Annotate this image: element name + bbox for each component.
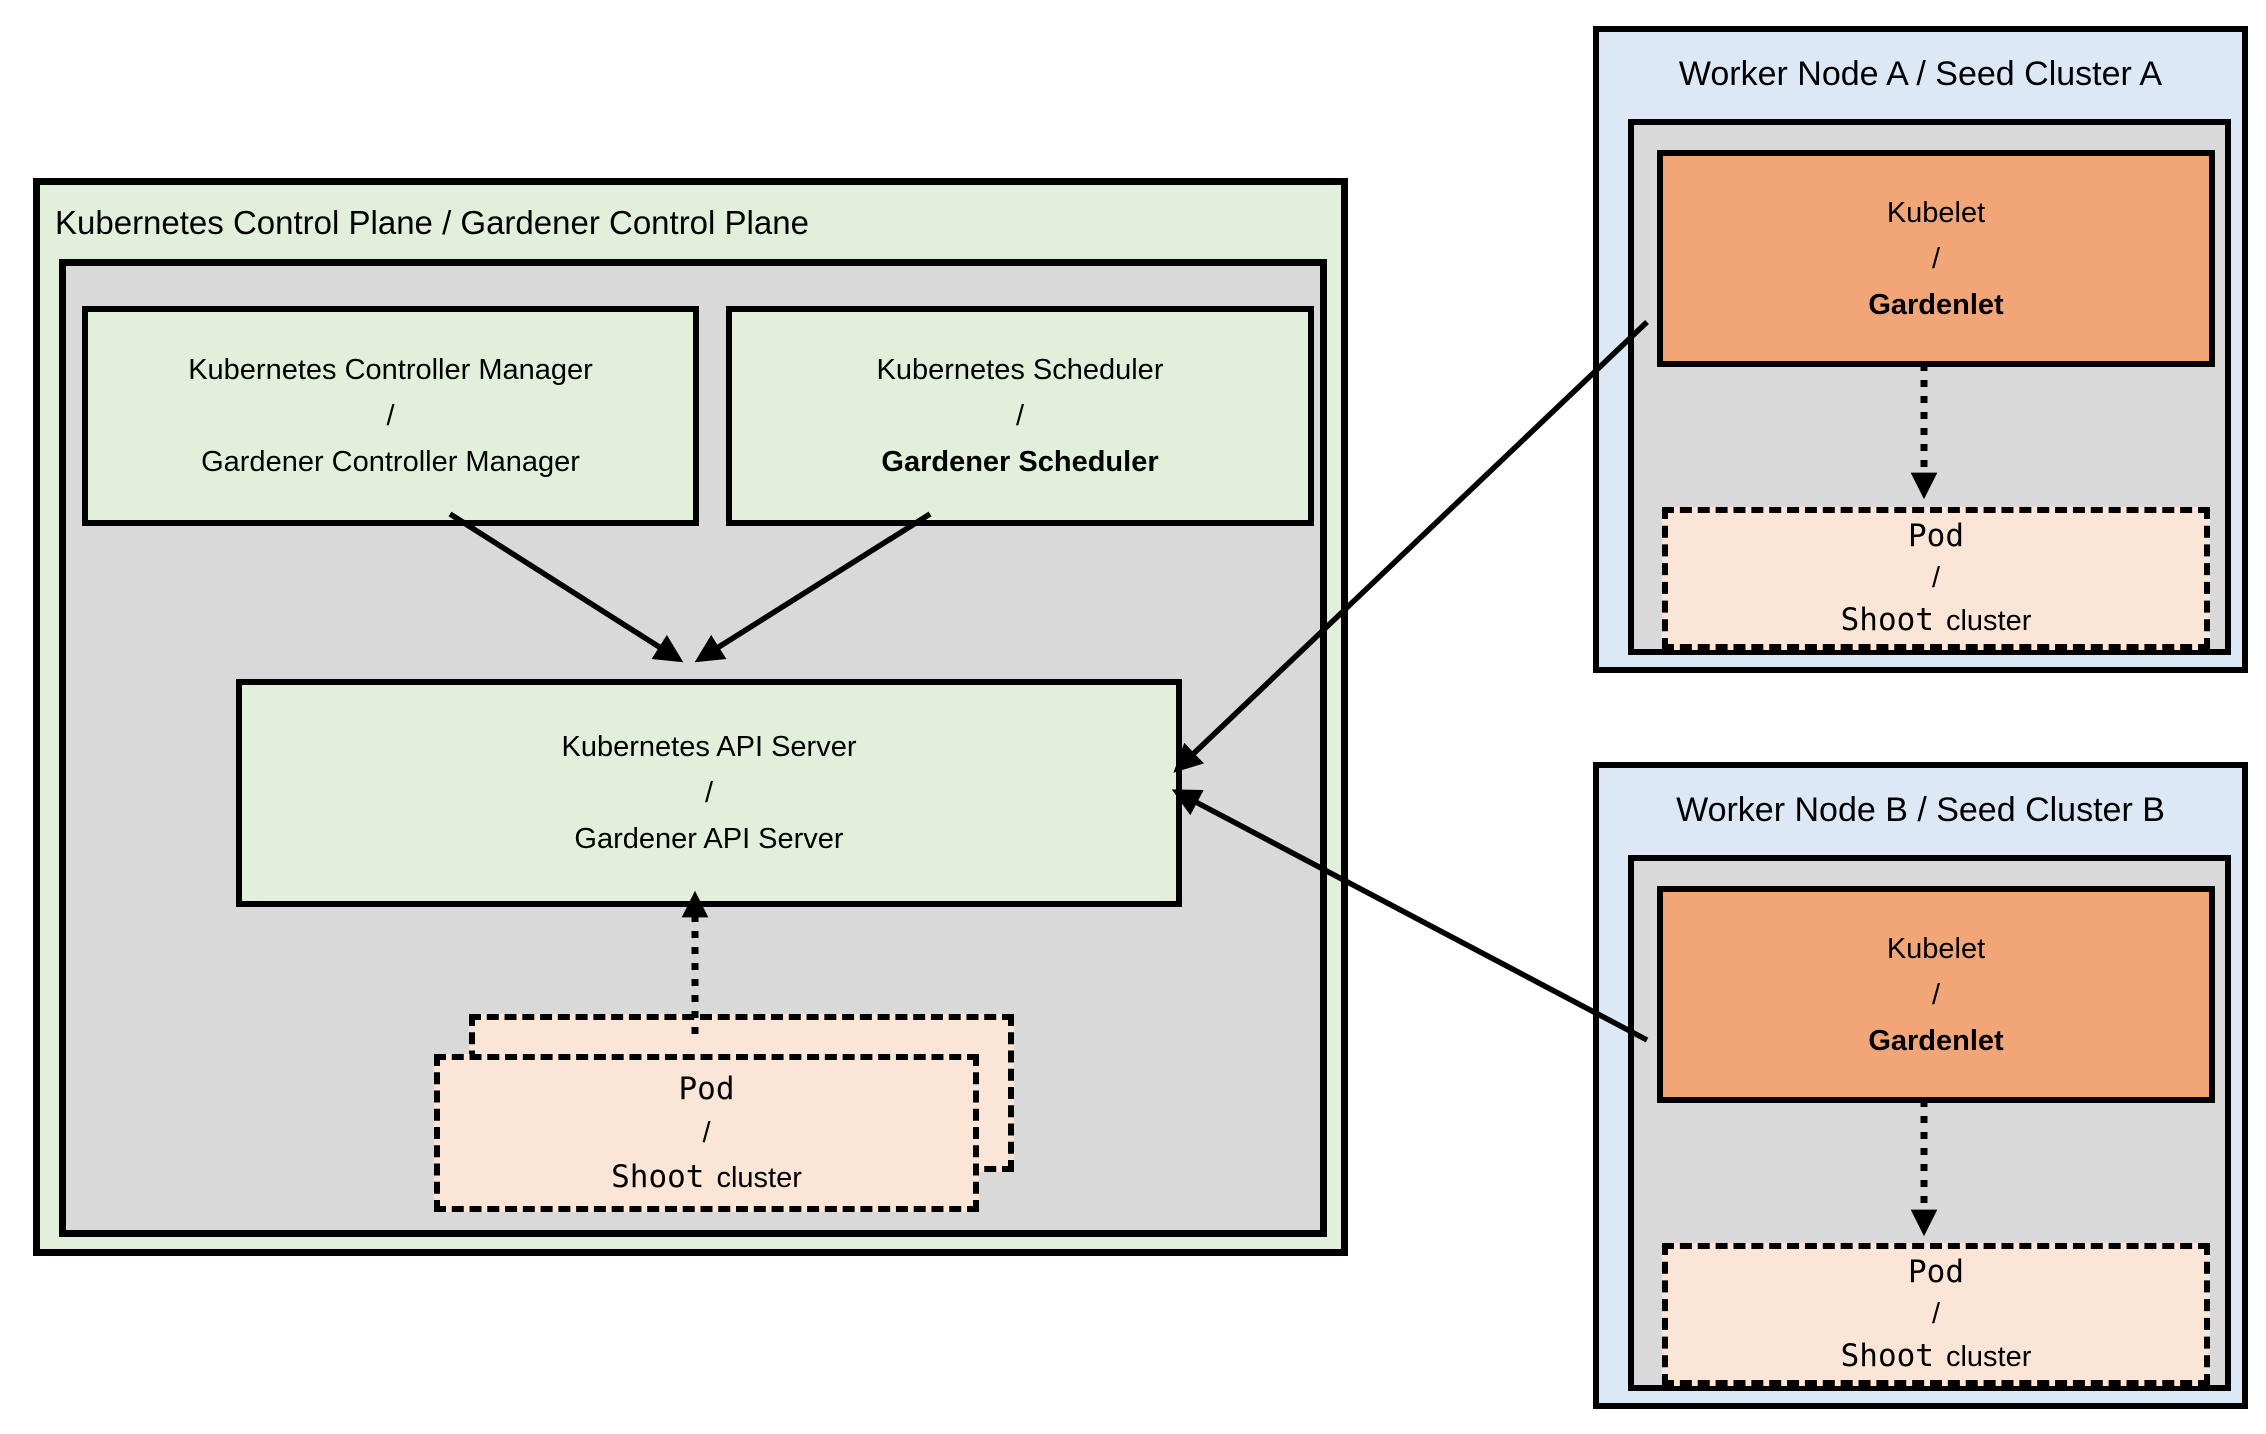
control-plane-inner-box: Kubernetes Controller Manager / Gardener… [59, 259, 1327, 1237]
cluster-word: cluster [716, 1161, 802, 1194]
scheduler-slash: / [1015, 400, 1025, 432]
api-server-slash: / [704, 777, 714, 809]
controller-manager-line2: Gardener Controller Manager [201, 446, 580, 478]
controller-manager-box: Kubernetes Controller Manager / Gardener… [82, 306, 699, 526]
scheduler-box: Kubernetes Scheduler / Gardener Schedule… [726, 306, 1314, 526]
controller-manager-line1: Kubernetes Controller Manager [188, 354, 593, 386]
kubelet-line-b: Kubelet [1886, 932, 1986, 965]
pod-slash: / [702, 1116, 711, 1149]
worker-node-a-title: Worker Node A / Seed Cluster A [1678, 55, 2163, 93]
scheduler-line1: Kubernetes Scheduler [876, 354, 1164, 386]
worker-node-b-inner-box: Kubelet / Gardenlet Pod / Shoot cluster [1628, 855, 2231, 1391]
scheduler-line2: Gardener Scheduler [881, 446, 1159, 478]
api-server-line2: Gardener API Server [574, 823, 844, 855]
worker-node-b-box: Worker Node B / Seed Cluster B Kubelet /… [1593, 762, 2248, 1409]
control-plane-box: Kubernetes Control Plane / Gardener Cont… [33, 178, 1348, 1256]
controller-manager-slash: / [386, 400, 395, 432]
kubelet-slash-a: / [1931, 242, 1941, 275]
shoot-word-a: Shoot [1840, 602, 1934, 638]
worker-node-a-inner-box: Kubelet / Gardenlet Pod / Shoot cluster [1628, 119, 2231, 655]
kubelet-gardenlet-box-b: Kubelet / Gardenlet [1657, 886, 2215, 1103]
pod-shoot-box-b: Pod / Shoot cluster [1662, 1243, 2210, 1386]
pod-slash-a: / [1931, 562, 1941, 594]
api-server-box: Kubernetes API Server / Gardener API Ser… [236, 679, 1182, 907]
api-server-line1: Kubernetes API Server [561, 731, 857, 763]
gardenlet-line-b: Gardenlet [1868, 1024, 2004, 1057]
cluster-word-a: cluster [1945, 605, 2032, 637]
gardenlet-line-a: Gardenlet [1868, 288, 2004, 321]
pod-line-a: Pod [1908, 518, 1964, 554]
kubelet-gardenlet-box-a: Kubelet / Gardenlet [1657, 150, 2215, 367]
shoot-cluster-line-b: Shoot cluster [1841, 1335, 2032, 1378]
shoot-cluster-line-a: Shoot cluster [1841, 599, 2032, 642]
worker-node-a-box: Worker Node A / Seed Cluster A Kubelet /… [1593, 26, 2248, 673]
worker-node-b-title: Worker Node B / Seed Cluster B [1676, 791, 2165, 829]
kubelet-line-a: Kubelet [1886, 196, 1986, 229]
pod-slash-b: / [1931, 1298, 1941, 1330]
pod-line: Pod [678, 1070, 735, 1107]
shoot-cluster-line: Shoot cluster [611, 1155, 802, 1200]
pod-line-b: Pod [1908, 1254, 1964, 1290]
kubelet-slash-b: / [1931, 978, 1941, 1011]
cluster-word-b: cluster [1945, 1341, 2032, 1373]
shoot-word-b: Shoot [1840, 1338, 1934, 1374]
pod-shoot-box: Pod / Shoot cluster [434, 1054, 979, 1212]
control-plane-title: Kubernetes Control Plane / Gardener Cont… [55, 204, 809, 241]
pod-shoot-box-a: Pod / Shoot cluster [1662, 507, 2210, 650]
shoot-word: Shoot [611, 1158, 705, 1195]
